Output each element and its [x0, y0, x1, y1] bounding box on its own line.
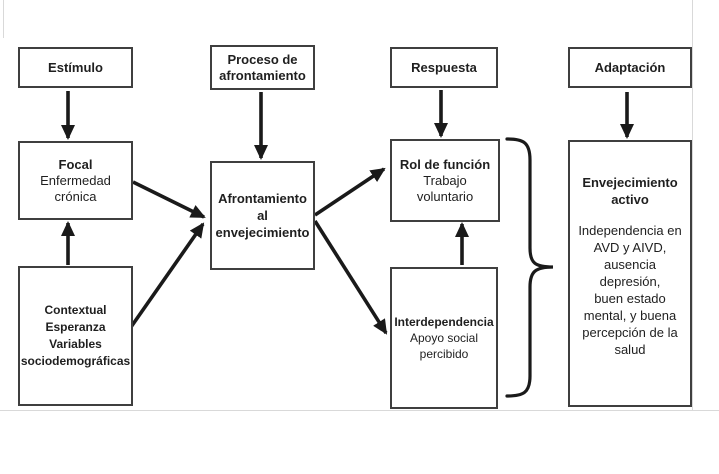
contextual-box: Contextual Esperanza Variables sociodemo… — [18, 266, 133, 406]
figure-edge-bottom — [0, 410, 719, 411]
interdependencia-box: Interdependencia Apoyo social percibido — [390, 267, 498, 409]
box-title: Focal — [58, 156, 93, 172]
header-label: Estímulo — [48, 59, 103, 75]
box-title: Contextual Esperanza Variables sociodemo… — [20, 303, 131, 368]
box-title: Interdependencia — [394, 315, 494, 329]
focal-box: Focal Enfermedad crónica — [18, 141, 133, 220]
box-title: Envejecimiento activo — [582, 175, 678, 207]
box-body: Apoyo social percibido — [409, 331, 479, 361]
box-title: Rol de función — [399, 156, 491, 172]
header-box-proceso: Proceso de afrontamiento — [210, 45, 315, 90]
header-box-adaptacion: Adaptación — [568, 47, 692, 88]
arrow-contextual-to-afrontamiento — [129, 222, 205, 329]
rol-de-funcion-box: Rol de función Trabajo voluntario — [390, 139, 500, 222]
arrow-afrontamiento-to-interdependencia — [313, 220, 388, 335]
box-title: Afrontamiento al envejecimiento — [215, 191, 310, 240]
curly-brace — [505, 137, 554, 398]
header-label: Proceso de afrontamiento — [219, 51, 306, 83]
header-box-estimulo: Estímulo — [18, 47, 133, 88]
box-body: Trabajo voluntario — [416, 172, 474, 204]
figure-edge-right — [692, 0, 693, 410]
afrontamiento-box: Afrontamiento al envejecimiento — [210, 161, 315, 270]
envejecimiento-activo-box: Envejecimiento activo Independencia en A… — [568, 140, 692, 407]
arrow-afrontamiento-to-rol — [314, 167, 386, 217]
arrow-focal-to-afrontamiento — [132, 180, 206, 219]
header-box-respuesta: Respuesta — [390, 47, 498, 88]
header-label: Respuesta — [411, 59, 477, 75]
box-body: Enfermedad crónica — [40, 172, 111, 204]
header-label: Adaptación — [594, 59, 666, 75]
box-body: Independencia en AVD y AIVD, ausencia de… — [578, 223, 682, 357]
figure-edge-left — [3, 0, 4, 38]
